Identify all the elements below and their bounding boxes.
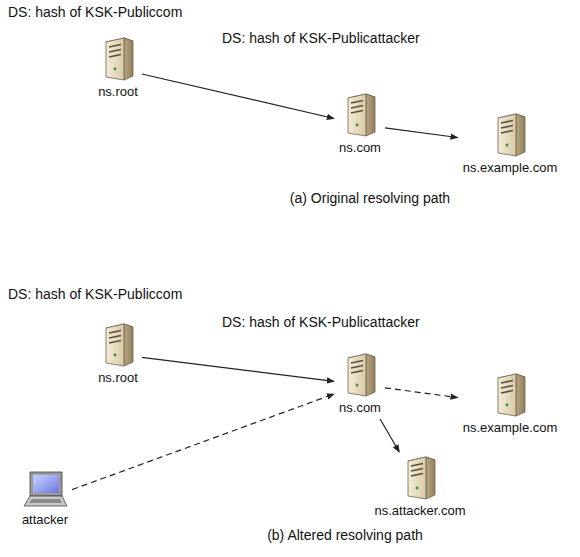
- server-icon: [100, 36, 136, 82]
- node-label: ns.com: [339, 140, 381, 155]
- laptop-icon: [22, 470, 68, 510]
- node-label: ns.root: [98, 370, 138, 385]
- name-server: ns.com: [337, 92, 383, 157]
- name-server: ns.example.com: [461, 112, 560, 177]
- node-label: ns.com: [339, 400, 381, 415]
- ds-record-note: DS: hash of KSK-Publicattacker: [222, 314, 420, 330]
- resolution-arrow: [142, 74, 334, 118]
- ds-record-note: DS: hash of KSK-Publiccom: [8, 4, 182, 20]
- attacker-host: attacker: [20, 470, 70, 529]
- resolution-arrow: [380, 419, 399, 452]
- server-icon: [342, 92, 378, 138]
- ds-record-note: DS: hash of KSK-Publiccom: [8, 286, 182, 302]
- node-label: ns.example.com: [463, 420, 558, 435]
- server-icon: [492, 372, 528, 418]
- resolution-arrow: [385, 128, 458, 138]
- name-server: ns.example.com: [461, 372, 560, 437]
- node-label: ns.attacker.com: [374, 503, 465, 518]
- server-icon: [402, 455, 438, 501]
- server-icon: [100, 322, 136, 368]
- node-label: attacker: [22, 512, 68, 527]
- panel-caption: (a) Original resolving path: [290, 190, 450, 206]
- node-label: ns.example.com: [463, 160, 558, 175]
- resolution-arrow: [72, 394, 334, 490]
- name-server: ns.attacker.com: [372, 455, 467, 520]
- resolution-arrow: [385, 388, 458, 398]
- ds-record-note: DS: hash of KSK-Publicattacker: [222, 30, 420, 46]
- name-server: ns.root: [96, 322, 140, 387]
- name-server: ns.com: [337, 352, 383, 417]
- node-label: ns.root: [98, 84, 138, 99]
- server-icon: [342, 352, 378, 398]
- server-icon: [492, 112, 528, 158]
- panel-caption: (b) Altered resolving path: [267, 527, 423, 543]
- resolution-arrow: [142, 357, 334, 381]
- name-server: ns.root: [96, 36, 140, 101]
